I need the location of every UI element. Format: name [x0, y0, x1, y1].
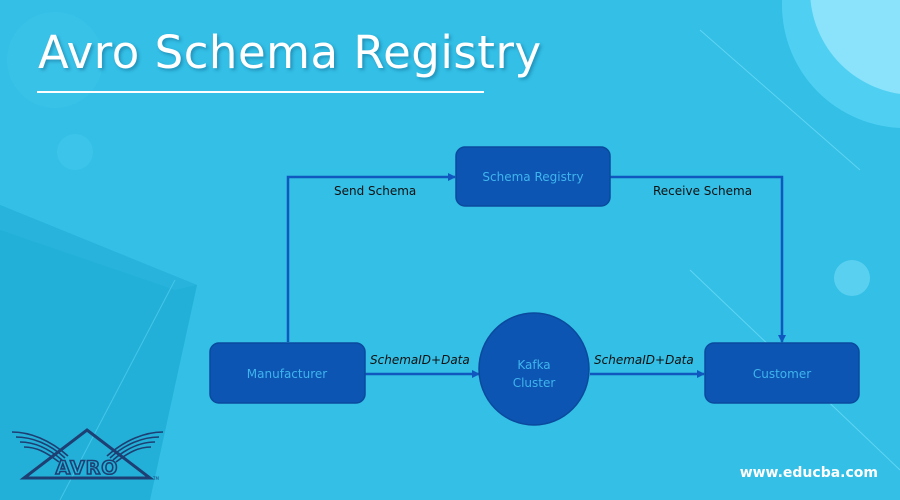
edge-label-kafka-customer: SchemaID+Data — [594, 353, 694, 367]
logo-triangle — [19, 428, 155, 480]
node-label-manufacturer: Manufacturer — [247, 367, 327, 381]
node-customer: Customer — [704, 342, 860, 404]
decor-circle-inner — [810, 0, 900, 94]
decor-line-left — [59, 279, 176, 500]
node-label-customer: Customer — [753, 367, 811, 381]
node-label-schema-registry: Schema Registry — [482, 170, 583, 184]
node-label-kafka-line2: Cluster — [513, 376, 556, 390]
decor-dot-right — [834, 260, 870, 296]
decor-left-panel-sheen — [0, 205, 197, 290]
node-kafka-cluster: Kafka Cluster — [478, 312, 590, 426]
avro-logo: AVRO TM — [11, 428, 164, 481]
node-label-kafka-line1: Kafka — [517, 358, 550, 372]
decor-glow-small — [57, 134, 93, 170]
edge-label-send-schema: Send Schema — [334, 184, 416, 198]
node-schema-registry: Schema Registry — [455, 146, 611, 207]
decor-glow-left — [7, 12, 103, 108]
edge-receive-schema — [610, 175, 786, 343]
logo-tm: TM — [152, 476, 159, 481]
footer-url: www.educba.com — [739, 465, 878, 481]
edge-label-receive-schema: Receive Schema — [653, 184, 752, 198]
edge-send-schema — [286, 173, 456, 342]
page-title: Avro Schema Registry — [38, 26, 542, 79]
title-underline — [37, 91, 484, 93]
node-manufacturer: Manufacturer — [209, 342, 366, 404]
logo-text: AVRO — [56, 457, 119, 479]
wing-right-icon — [106, 431, 164, 463]
decor-line-top-right — [699, 29, 861, 171]
edge-label-manufacturer-kafka: SchemaID+Data — [370, 353, 470, 367]
wing-left-icon — [11, 431, 69, 463]
